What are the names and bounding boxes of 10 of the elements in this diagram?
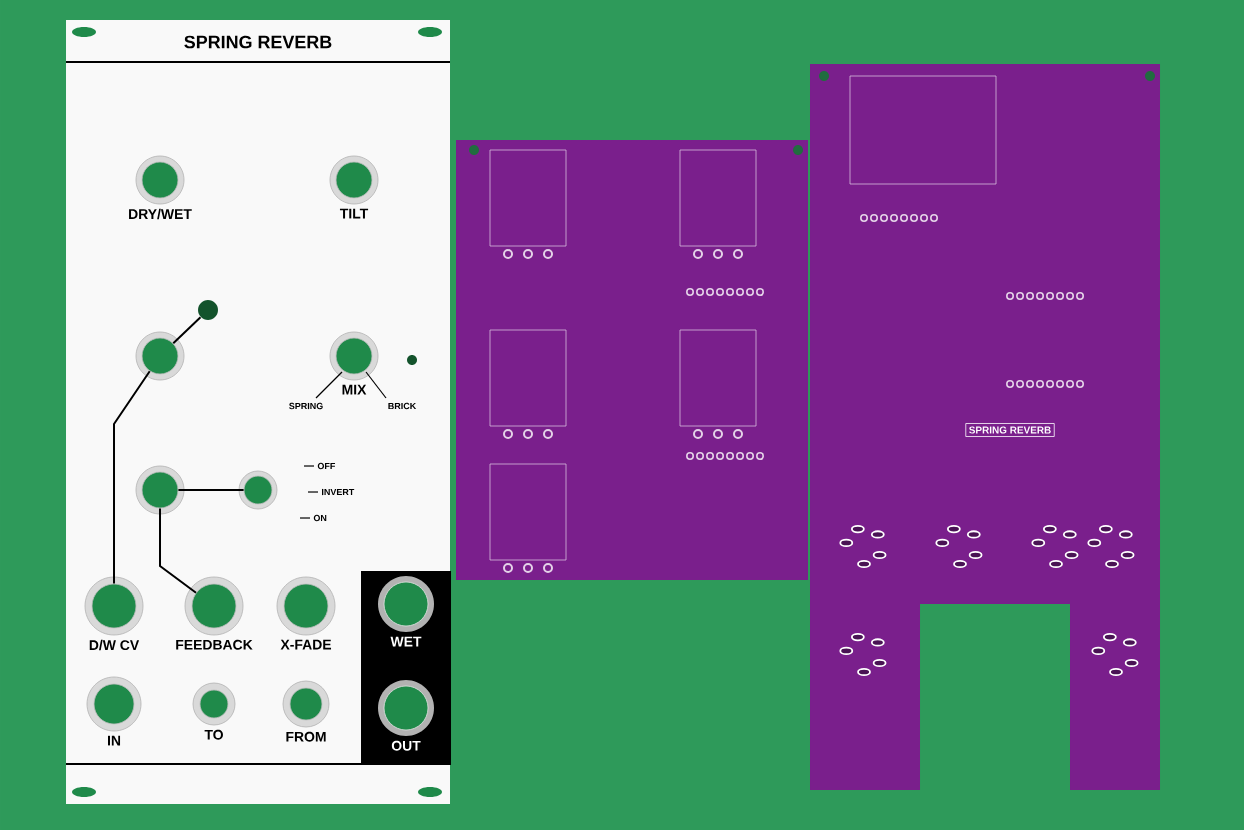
knob bbox=[135, 331, 185, 381]
knob bbox=[135, 465, 185, 515]
led bbox=[198, 300, 218, 320]
toggle-switch bbox=[238, 470, 278, 510]
connector-line bbox=[113, 370, 151, 585]
circuit-board-drawing bbox=[456, 140, 808, 580]
connector-line bbox=[159, 507, 197, 594]
connector-line bbox=[177, 489, 245, 491]
connector-line bbox=[172, 316, 202, 345]
led bbox=[407, 355, 417, 365]
